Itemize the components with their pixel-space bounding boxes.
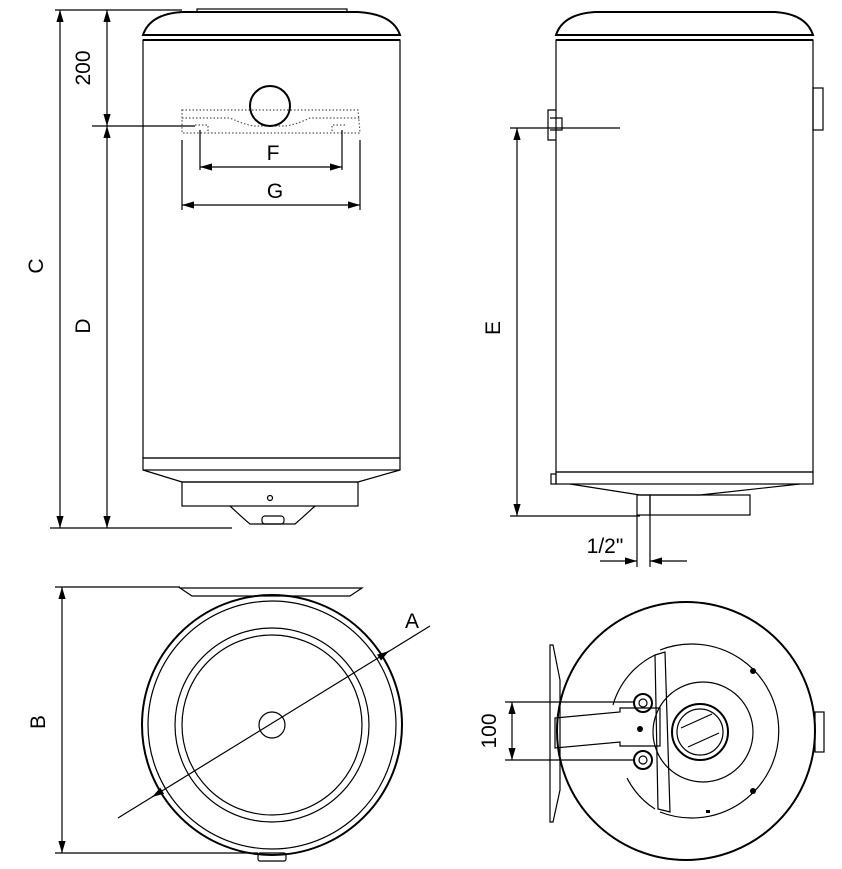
- side-view: [547, 11, 824, 516]
- dimension-b-label: B: [27, 715, 50, 729]
- dimension-g-label: G: [267, 180, 283, 203]
- dimension-c-label: C: [25, 258, 48, 273]
- outlet-pipe: [633, 750, 653, 770]
- bottom-view-dimensions: 100: [478, 701, 634, 761]
- top-view: [141, 587, 403, 862]
- dimension-100-label: 100: [478, 713, 501, 748]
- dimension-a-label: A: [405, 610, 419, 633]
- dimension-f-label: F: [267, 142, 280, 165]
- dimension-e-label: E: [482, 321, 505, 335]
- dimension-pipe-thread-label: 1/2": [587, 535, 624, 558]
- front-dimensions: C 200 D F G: [25, 9, 361, 529]
- front-view: [141, 8, 402, 525]
- bottom-view: [549, 601, 825, 861]
- mounting-bracket-hidden: [181, 109, 361, 134]
- inlet-pipe: [633, 693, 653, 713]
- dimension-200-label: 200: [72, 50, 95, 85]
- side-dimensions: E 1/2": [482, 127, 687, 567]
- dimension-d-label: D: [72, 318, 95, 333]
- thermometer-dial: [249, 85, 291, 127]
- top-view-dimensions: B A: [27, 586, 431, 854]
